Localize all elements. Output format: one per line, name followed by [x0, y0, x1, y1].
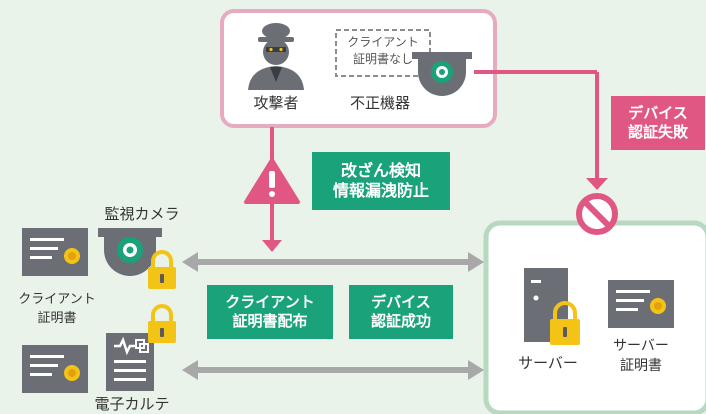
client-cert-line1: クライアント: [18, 292, 96, 307]
distribute-line2: 証明書配布: [232, 312, 308, 330]
device-auth-ok-line2: 認証成功: [370, 312, 431, 330]
camera-lock-icon: [148, 250, 176, 289]
no-cert-line1: クライアント: [347, 35, 419, 49]
server-lock-icon: [550, 301, 580, 345]
emr-server-arrow: [182, 360, 484, 380]
no-cert-text: クライアント 証明書なし: [336, 34, 430, 68]
tamper-line1: 改ざん検知: [340, 161, 421, 180]
tamper-line2: 情報漏洩防止: [332, 181, 429, 200]
prohibited-icon: [576, 193, 618, 235]
client-cert-label: クライアント 証明書: [12, 290, 102, 328]
device-auth-fail-line2: 認証失敗: [627, 123, 688, 141]
rogue-device-label: 不正機器: [349, 94, 410, 112]
server-label: サーバー: [518, 354, 578, 372]
emr-label: 電子カルテ: [94, 395, 170, 413]
attacker-label: 攻撃者: [253, 94, 299, 112]
tamper-detection-badge: 改ざん検知 情報漏洩防止: [312, 152, 450, 210]
emr-icon: [106, 333, 154, 391]
server-certificate-icon: [608, 280, 674, 328]
attacker-icon: [248, 23, 304, 90]
device-auth-ok-badge: デバイス 認証成功: [349, 285, 453, 339]
camera-icon: [98, 228, 162, 276]
server-cert-line1: サーバー: [613, 338, 669, 354]
warning-icon: [244, 158, 300, 204]
camera-label: 監視カメラ: [104, 205, 180, 223]
attack-arrowhead: [262, 240, 282, 252]
device-auth-fail-line1: デバイス: [628, 104, 688, 123]
emr-lock-icon: [148, 304, 176, 343]
device-auth-ok-line1: デバイス: [371, 293, 431, 312]
client-certificate-icon: [22, 228, 88, 276]
camera-server-arrow: [182, 252, 484, 272]
rogue-camera-icon: [412, 52, 472, 96]
client-certificate-lower-icon: [22, 345, 88, 393]
client-cert-line2: 証明書: [37, 311, 77, 326]
distribute-line1: クライアント: [225, 293, 315, 312]
rogue-arrowhead: [586, 178, 608, 190]
cert-distribution-badge: クライアント 証明書配布: [207, 285, 333, 339]
server-cert-line2: 証明書: [620, 358, 662, 374]
server-cert-label: サーバー 証明書: [598, 336, 684, 376]
no-cert-line2: 証明書なし: [352, 52, 413, 66]
device-auth-fail-badge: デバイス 認証失敗: [611, 96, 705, 150]
